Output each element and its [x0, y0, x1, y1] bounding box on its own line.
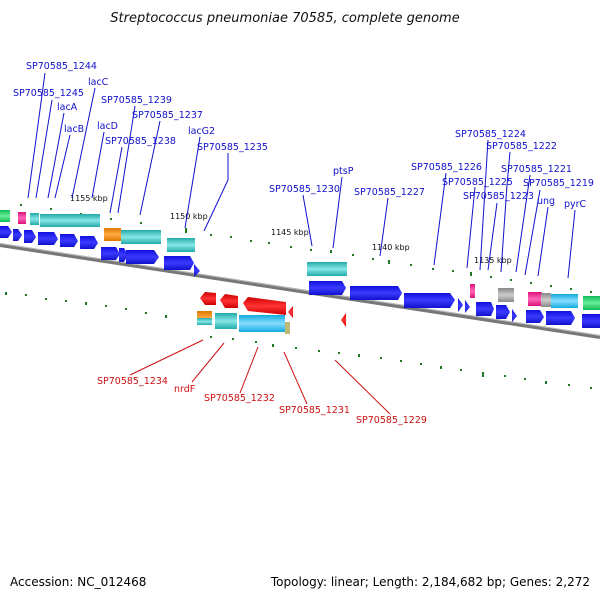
- genome-backbone: [0, 243, 600, 339]
- reverse-features: [197, 292, 346, 334]
- tick-label: 1155 kbp: [70, 194, 108, 203]
- gene-label[interactable]: SP70585_1219: [523, 178, 594, 189]
- genome-summary-text: Topology: linear; Length: 2,184,682 bp; …: [270, 575, 590, 589]
- gene-label[interactable]: SP70585_1223: [463, 191, 534, 202]
- forward-leader-lines: [27, 72, 576, 279]
- gene-label[interactable]: SP70585_1238: [105, 136, 176, 147]
- gene-label[interactable]: lacA: [57, 102, 78, 113]
- gene-label[interactable]: SP70585_1234: [97, 376, 168, 387]
- gene-label[interactable]: ung: [537, 196, 555, 207]
- tick-label: 1135 kbp: [474, 256, 512, 265]
- forward-cds-row: [0, 226, 600, 328]
- tick-label: 1140 kbp: [372, 243, 410, 252]
- gene-label[interactable]: SP70585_1226: [411, 162, 482, 173]
- gene-label[interactable]: SP70585_1230: [269, 184, 340, 195]
- gene-label[interactable]: SP70585_1237: [132, 110, 203, 121]
- gene-label[interactable]: ptsP: [333, 166, 354, 177]
- gene-label[interactable]: lacD: [97, 121, 118, 132]
- scale-ticks: 1155 kbp 1150 kbp 1145 kbp 1140 kbp 1135…: [70, 194, 512, 265]
- accession-text: Accession: NC_012468: [10, 575, 146, 589]
- gene-label[interactable]: pyrC: [564, 199, 587, 210]
- gene-label[interactable]: SP70585_1221: [501, 164, 572, 175]
- gene-label[interactable]: SP70585_1227: [354, 187, 425, 198]
- gene-label[interactable]: SP70585_1245: [13, 88, 84, 99]
- tick-label: 1145 kbp: [271, 228, 309, 237]
- gene-label[interactable]: SP70585_1232: [204, 393, 275, 404]
- tick-label: 1150 kbp: [170, 212, 208, 221]
- reverse-gene-labels: SP70585_1234 nrdF SP70585_1232 SP70585_1…: [97, 376, 427, 426]
- gene-label[interactable]: lacC: [88, 77, 109, 88]
- reverse-leader-lines: [129, 339, 391, 415]
- forward-features-upper: [0, 210, 600, 310]
- gene-label[interactable]: lacB: [64, 124, 84, 135]
- forward-gene-labels: SP70585_1244 SP70585_1245 lacC lacA lacB…: [13, 61, 594, 210]
- reverse-gc-track: [5, 292, 592, 389]
- gene-label[interactable]: SP70585_1224: [455, 129, 526, 140]
- gene-label[interactable]: SP70585_1225: [442, 177, 513, 188]
- gene-label[interactable]: nrdF: [174, 384, 195, 395]
- gene-label[interactable]: SP70585_1229: [356, 415, 427, 426]
- gene-label[interactable]: SP70585_1239: [101, 95, 172, 106]
- map-title: Streptococcus pneumoniae 70585, complete…: [110, 11, 459, 26]
- gene-label[interactable]: SP70585_1222: [486, 141, 557, 152]
- gene-label[interactable]: SP70585_1231: [279, 405, 350, 416]
- gene-label[interactable]: lacG2: [188, 126, 215, 137]
- gene-label[interactable]: SP70585_1235: [197, 142, 268, 153]
- gene-label[interactable]: SP70585_1244: [26, 61, 97, 72]
- forward-gc-track: [20, 204, 592, 293]
